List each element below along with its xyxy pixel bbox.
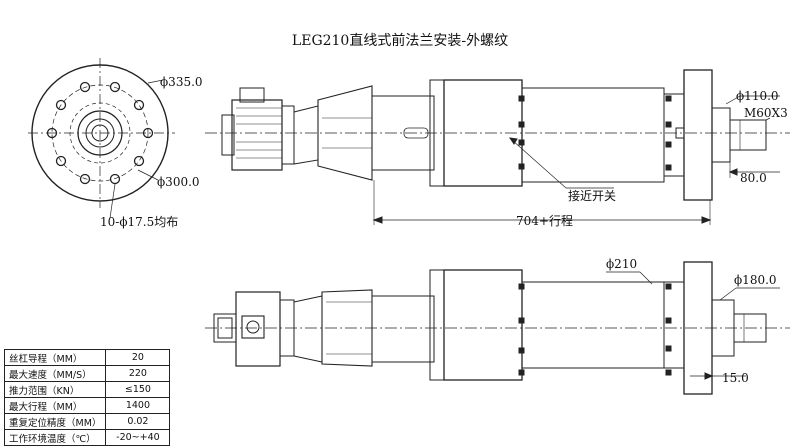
spec-label: 丝杠导程（MM） — [3, 349, 107, 366]
spec-row: 工作环境温度（℃）-20~+40 — [3, 429, 171, 446]
drawing-title: LEG210直线式前法兰安装-外螺纹 — [291, 33, 509, 49]
top-side-view — [205, 69, 790, 225]
dim-stroke: 704+行程 — [516, 213, 573, 228]
spec-table: 丝杠导程（MM）20 最大速度（MM/S）220 推力范围（KN）≤150 最大… — [3, 349, 171, 446]
dim-d300: ϕ300.0 — [157, 175, 200, 189]
spec-row: 丝杠导程（MM）20 — [3, 349, 171, 366]
spec-value: 1400 — [105, 397, 171, 414]
dim-d180: ϕ180.0 — [734, 273, 777, 287]
spec-row: 最大行程（MM）1400 — [3, 397, 171, 414]
spec-row: 最大速度（MM/S）220 — [3, 365, 171, 382]
dim-d335: ϕ335.0 — [160, 75, 203, 89]
spec-label: 重复定位精度（MM） — [3, 413, 107, 430]
spec-label: 推力范围（KN） — [3, 381, 107, 398]
dim-d110: ϕ110.0 — [736, 89, 779, 103]
dim-d210: ϕ210 — [606, 257, 637, 271]
spec-label: 工作环境温度（℃） — [3, 429, 107, 446]
spec-value: 20 — [105, 349, 171, 366]
bottom-side-view — [205, 261, 790, 395]
dim-thread: M60X3 — [744, 106, 788, 120]
spec-label: 最大速度（MM/S） — [3, 365, 107, 382]
spec-value: -20~+40 — [105, 429, 171, 446]
spec-row: 重复定位精度（MM）0.02 — [3, 413, 171, 430]
spec-label: 最大行程（MM） — [3, 397, 107, 414]
spec-value: 220 — [105, 365, 171, 382]
flange-front-view — [28, 58, 175, 219]
spec-value: 0.02 — [105, 413, 171, 430]
proximity-switch-label: 接近开关 — [568, 188, 616, 203]
dim-holes: 10-ϕ17.5均布 — [100, 215, 178, 229]
spec-value: ≤150 — [105, 381, 171, 398]
spec-row: 推力范围（KN）≤150 — [3, 381, 171, 398]
dim-len80: 80.0 — [740, 171, 767, 185]
dim-len15: 15.0 — [722, 371, 749, 385]
